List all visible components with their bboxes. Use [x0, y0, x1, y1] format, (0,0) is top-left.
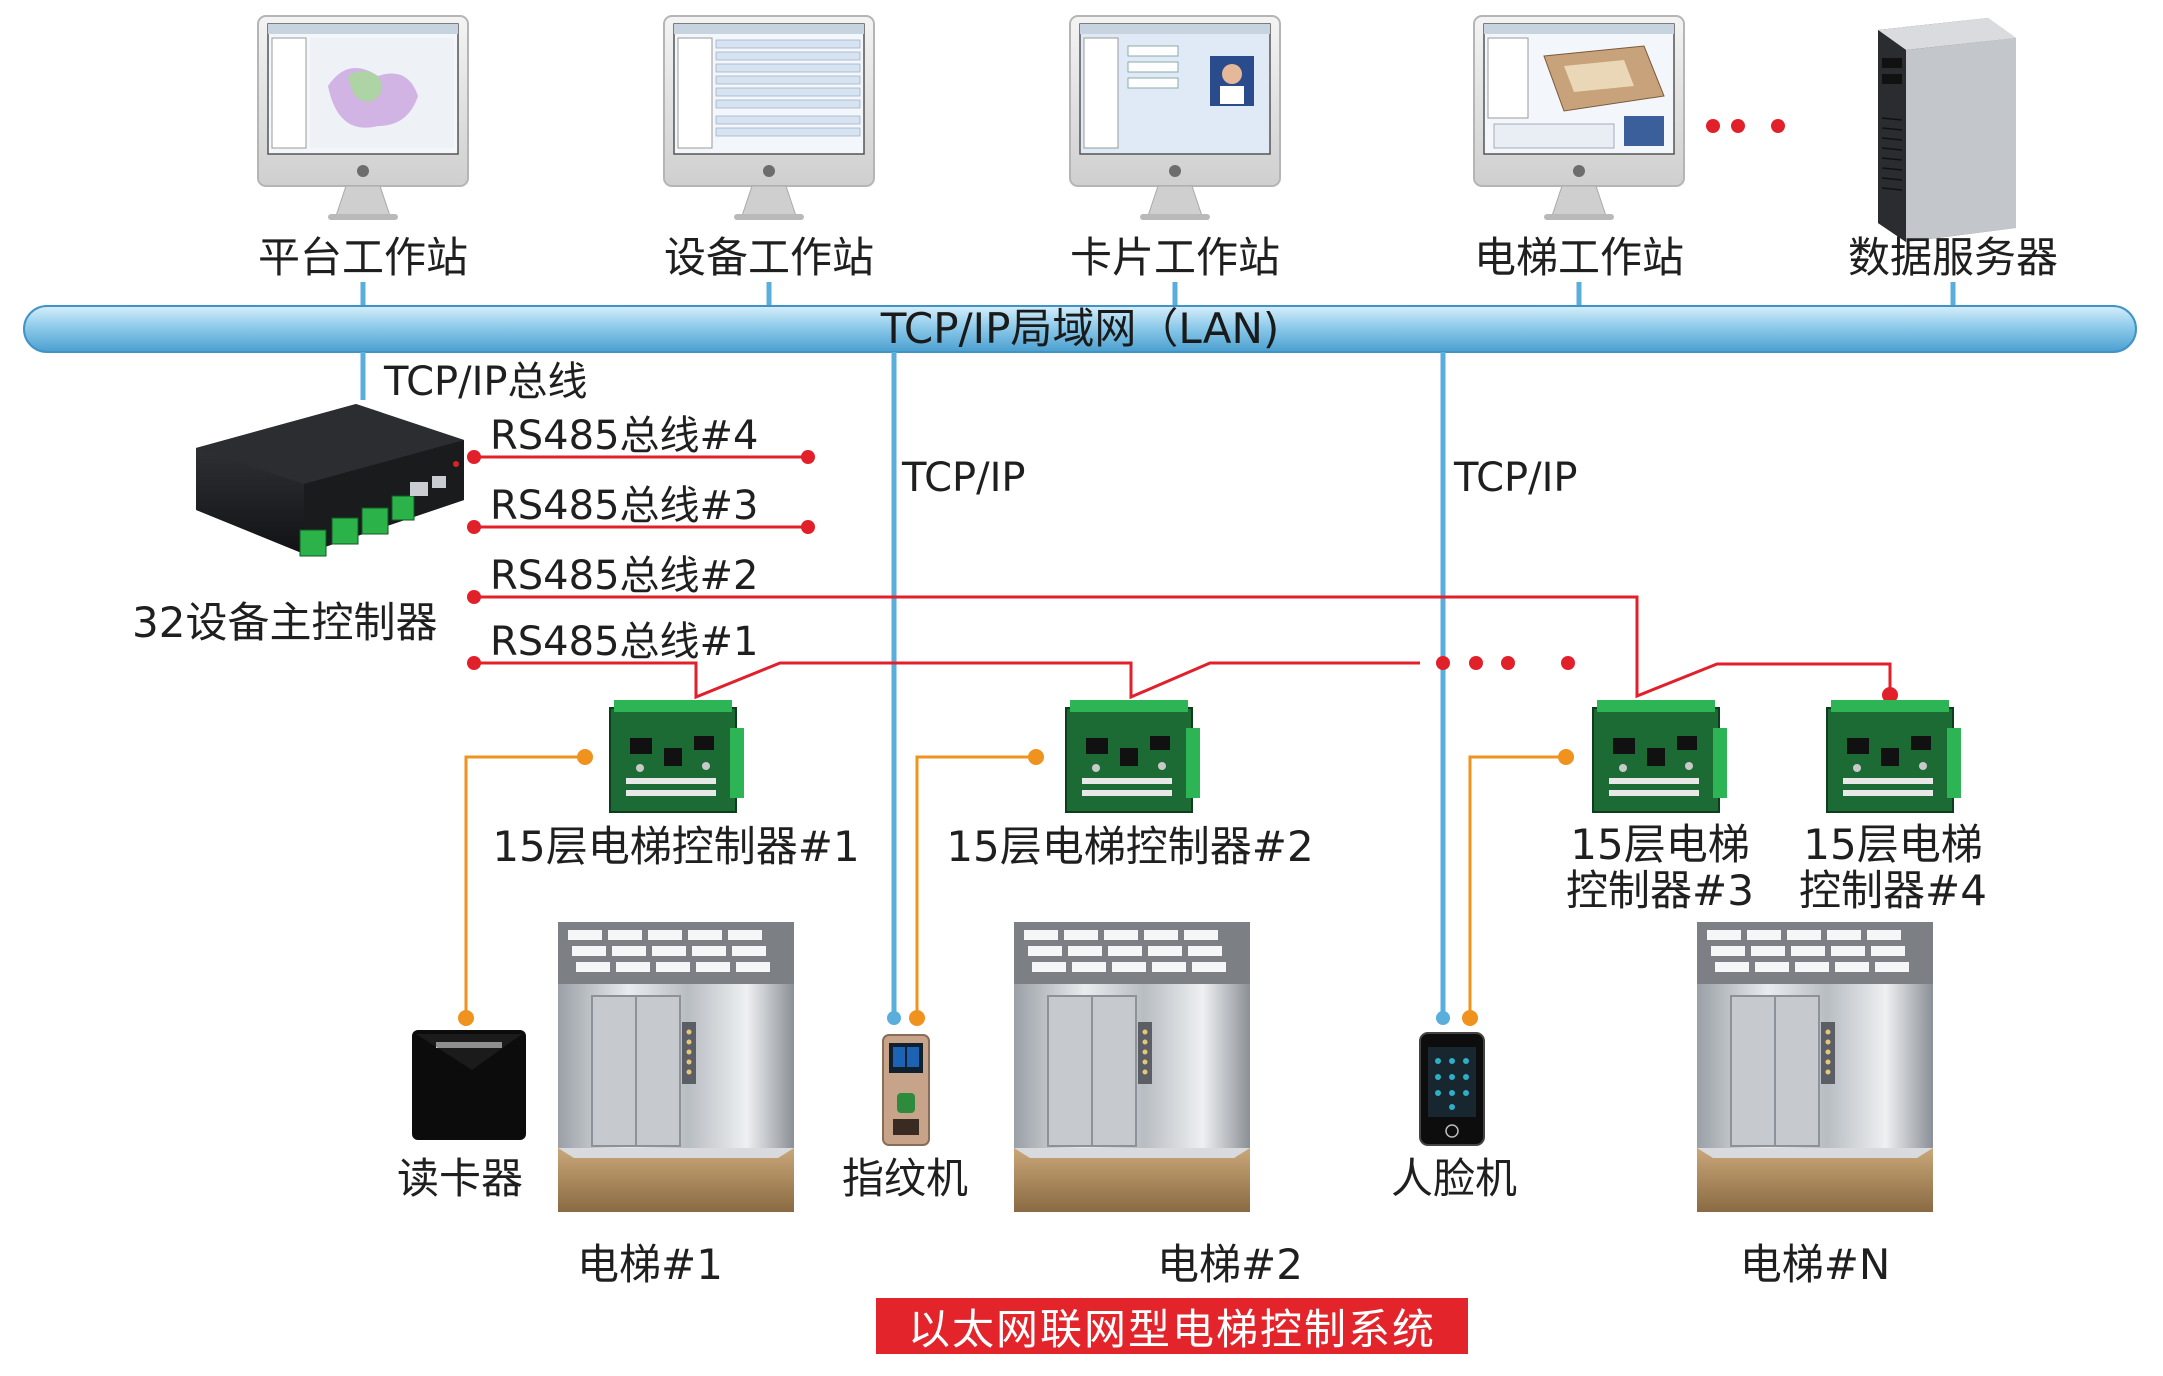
workstation-card — [1069, 15, 1281, 220]
workstation-label-platform: 平台工作站 — [257, 233, 469, 282]
face-recognition-terminal-icon — [1419, 1032, 1485, 1146]
controller-board-1 — [609, 700, 744, 813]
elevator-label-2: 电梯#2 — [1157, 1240, 1303, 1289]
title-banner-bg — [876, 1298, 1468, 1354]
elevator-car-2 — [1014, 922, 1250, 1212]
device-label-card-reader: 读卡器 — [396, 1154, 524, 1203]
reader-links — [464, 755, 1566, 1018]
elevator-car-n — [1697, 922, 1933, 1212]
elevator-label-n: 电梯#N — [1739, 1240, 1891, 1289]
workstation-device — [663, 15, 875, 220]
lan-pipe — [23, 305, 2137, 353]
monitor-icon — [1473, 15, 1685, 220]
diagram-title: 以太网联网型电梯控制系统 — [907, 1304, 1436, 1354]
reader-link-dots — [458, 749, 1574, 1026]
fingerprint-terminal-icon — [882, 1034, 930, 1146]
tcp-link-label-left: TCP/IP — [902, 455, 1026, 501]
workstation-label-device: 设备工作站 — [663, 233, 875, 282]
device-label-fingerprint: 指纹机 — [841, 1154, 969, 1203]
tcp-bus-label: TCP/IP总线 — [384, 359, 588, 405]
tcp-endpoint-dots — [887, 1011, 1450, 1025]
controller-label-4-line1: 15层电梯 — [1803, 820, 1983, 869]
bus-label-3: RS485总线#3 — [490, 483, 759, 529]
main-controller-label: 32设备主控制器 — [132, 598, 438, 647]
tcp-ip-lines — [360, 352, 1446, 1018]
bus-label-2: RS485总线#2 — [490, 553, 759, 599]
controller-label-3-line1: 15层电梯 — [1570, 820, 1750, 869]
rs485-bus-1 — [467, 656, 1420, 700]
controller-label-4-line2: 控制器#4 — [1799, 866, 1987, 915]
workstation-label-elevator: 电梯工作站 — [1473, 233, 1685, 282]
controller-board-4 — [1826, 700, 1961, 813]
card-reader-icon — [412, 1030, 526, 1140]
more-workstations-ellipsis — [1706, 119, 1785, 133]
workstation-elevator — [1473, 15, 1685, 220]
controller-label-1: 15层电梯控制器#1 — [492, 822, 860, 871]
tcp-link-label-right: TCP/IP — [1454, 455, 1578, 501]
controller-board-2 — [1065, 700, 1200, 813]
controller-label-3-line2: 控制器#3 — [1566, 866, 1754, 915]
server-tower-icon — [1878, 18, 2016, 242]
elevator-car-1 — [558, 922, 794, 1212]
bus-label-1: RS485总线#1 — [490, 619, 759, 665]
rs485-bus-3 — [467, 520, 815, 534]
controller-label-2: 15层电梯控制器#2 — [946, 822, 1314, 871]
lan-label: TCP/IP局域网（LAN) — [880, 304, 1280, 353]
bus-label-4: RS485总线#4 — [490, 413, 759, 459]
device-label-face: 人脸机 — [1390, 1154, 1518, 1203]
elevator-label-1: 电梯#1 — [577, 1240, 723, 1289]
rs485-bus-2 — [467, 590, 1898, 703]
monitor-icon — [663, 15, 875, 220]
bus-ellipsis — [1436, 656, 1575, 670]
monitor-icon — [1069, 15, 1281, 220]
controller-board-3 — [1592, 700, 1727, 813]
main-controller-box — [196, 404, 464, 557]
workstation-platform — [257, 15, 469, 220]
monitor-icon — [257, 15, 469, 220]
workstation-label-server: 数据服务器 — [1847, 233, 2059, 282]
rs485-bus-4 — [467, 450, 815, 464]
workstation-label-card: 卡片工作站 — [1069, 233, 1281, 282]
